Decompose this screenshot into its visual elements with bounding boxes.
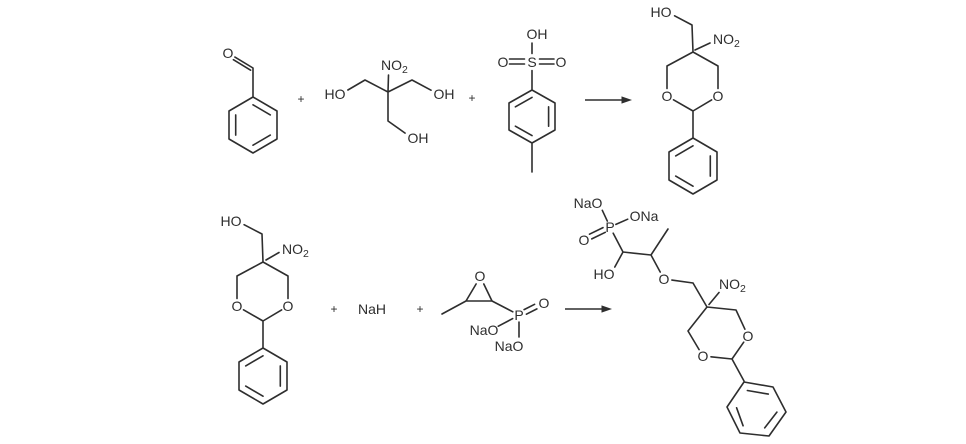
ring-o-left-label: O: [662, 88, 673, 104]
product2-skeleton: [588, 209, 787, 437]
no2-label: NO2: [282, 241, 309, 260]
sulfonic-o-right-label: O: [556, 54, 567, 70]
epoxy-phosphonate: O P O NaO NaO: [441, 268, 550, 354]
nao-bottom-label: NaO: [495, 338, 524, 354]
nitro-dioxane-product: HO NO2 O O: [651, 4, 740, 195]
oh-right-label: OH: [434, 86, 455, 102]
epoxide-skeleton: [441, 283, 538, 338]
product1-skeleton: [666, 15, 719, 195]
sulfonic-o-left-label: O: [498, 54, 509, 70]
sodium-hydride-label: NaH: [358, 301, 386, 317]
ether-o-label: O: [659, 271, 670, 287]
nitrotriol: HO NO2 OH OH: [325, 57, 455, 146]
carbonyl-o-label: O: [223, 45, 234, 61]
plus-sign: +: [330, 302, 337, 316]
ring-o-right-label: O: [743, 328, 754, 344]
no2-label-sub: 2: [402, 64, 408, 76]
arrow-head-icon: [601, 305, 612, 313]
ring-o-right-label: O: [283, 298, 294, 314]
ho-label: HO: [325, 86, 346, 102]
no2-label-sub: 2: [740, 283, 746, 295]
benzaldehyde-skeleton: [228, 56, 278, 154]
ho-label: HO: [221, 213, 242, 229]
arrow-head-icon: [621, 96, 632, 104]
ring-o-right-label: O: [713, 88, 724, 104]
no2-label: NO2: [381, 57, 408, 76]
p-double-o-label: O: [579, 232, 590, 248]
plus-sign: +: [416, 302, 423, 316]
nitro-dioxane: HO NO2 O O: [221, 213, 309, 405]
reaction-arrow: [565, 305, 612, 313]
plus-sign: +: [468, 91, 475, 105]
tosyl-skeleton: [508, 42, 556, 173]
plus-sign: +: [297, 92, 304, 106]
phosphorus-label: P: [514, 307, 523, 323]
nao-label: NaO: [574, 195, 603, 211]
ona-label: ONa: [630, 208, 659, 224]
phosphonate-product: NaO ONa P O HO O NO2 O O: [574, 195, 787, 437]
ho-label: HO: [651, 4, 672, 20]
toluenesulfonic-acid: OH O S O: [498, 26, 567, 173]
reaction-1: O + HO NO2 OH OH + OH O S O: [223, 4, 740, 195]
reaction-2: HO NO2 O O + NaH + O P O NaO NaO NaO: [221, 195, 787, 437]
no2-label-sub: 2: [303, 248, 309, 260]
nao-left-label: NaO: [470, 322, 499, 338]
no2-label-sub: 2: [734, 38, 740, 50]
ring-o-left-label: O: [232, 298, 243, 314]
no2-label-main: NO: [381, 57, 402, 73]
epoxide-o-label: O: [475, 268, 486, 284]
oh-bottom-label: OH: [408, 130, 429, 146]
dioxane-skeleton: [236, 223, 289, 405]
p-double-o-label: O: [539, 295, 550, 311]
reaction-arrow: [585, 96, 632, 104]
no2-label: NO2: [719, 276, 746, 295]
no2-label: NO2: [713, 31, 740, 50]
benzaldehyde: O: [223, 45, 278, 154]
no2-label-main: NO: [719, 276, 740, 292]
sulfur-label: S: [527, 54, 536, 70]
sulfonic-oh-label: OH: [527, 26, 548, 42]
ring-o-left-label: O: [698, 348, 709, 364]
nitrotriol-skeleton: [347, 74, 432, 134]
no2-label-main: NO: [713, 31, 734, 47]
no2-label-main: NO: [282, 241, 303, 257]
phosphorus-label: P: [605, 219, 614, 235]
ho-label: HO: [594, 266, 615, 282]
